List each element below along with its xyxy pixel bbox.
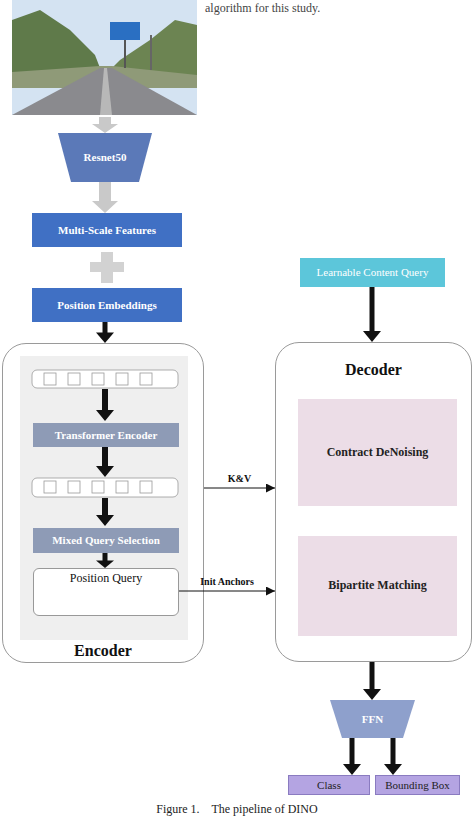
arrow-head [384,764,402,775]
arrow-head [363,689,381,700]
backbone-block: Resnet50 [58,133,152,182]
encoder-panel [20,356,188,640]
trapezoid-fill [330,700,415,738]
token-row [32,370,178,388]
arrow-head [363,331,381,342]
query-row: Position Query [33,568,179,616]
trapezoid-fill [58,133,152,182]
node-text: Learnable Content Query [317,266,429,278]
process-box: Transformer Encoder [33,423,179,447]
flow-arrow [92,182,118,213]
figure-caption: Figure 1. The pipeline of DINO [0,802,474,817]
flow-arrow [103,553,108,562]
edge-label: Init Anchors [187,576,267,587]
flow-arrow [350,738,355,765]
flow-arrow [92,117,118,133]
node-text: Resnet50 [84,151,127,163]
node-text: FFN [362,713,383,725]
node-text: Bipartite Matching [328,579,426,592]
process-box: Position Embeddings [32,288,182,322]
edge-label: K&V [200,473,280,484]
encoder-container: Encoder Transformer EncoderMixed Query Se… [2,343,204,663]
plus-sign [90,252,124,283]
process-box: Mixed Query Selection [33,528,179,553]
flow-arrow [103,322,108,334]
road-photo [12,0,197,115]
flow-arrow [96,498,114,526]
flow-arrow [370,662,375,690]
node-text: Bounding Box [385,779,449,791]
flow-arrow [179,591,275,592]
arrow-head [96,561,114,569]
node-text: Mixed Query Selection [52,534,160,546]
node-text: Encoder [3,642,203,660]
ffn-block: FFN [330,700,415,738]
flow-arrow [370,287,375,332]
node-text: Multi-Scale Features [58,224,156,236]
token-row [32,478,178,497]
flow-arrow [96,389,114,421]
output-box: Class [288,775,370,795]
node-text: Position Query [34,572,178,585]
cropped-text: algorithm for this study. [205,1,320,16]
flow-arrow [391,738,396,765]
arrow-head [343,764,361,775]
node-text: Position Embeddings [57,299,156,311]
flow-arrow [96,447,114,477]
process-box: Bipartite Matching [298,536,457,636]
flow-arrow [204,488,275,489]
node-text: Contract DeNoising [327,446,429,459]
process-box: Contract DeNoising [298,399,457,506]
process-box: Multi-Scale Features [32,213,182,247]
query-box: Learnable Content Query [300,258,445,287]
node-text: Class [317,779,341,791]
decoder-container: DecoderContract DeNoisingBipartite Match… [275,342,472,662]
arrow-head [96,333,114,344]
node-text: Decoder [276,361,471,379]
output-box: Bounding Box [375,775,460,795]
node-text: Transformer Encoder [55,429,158,441]
